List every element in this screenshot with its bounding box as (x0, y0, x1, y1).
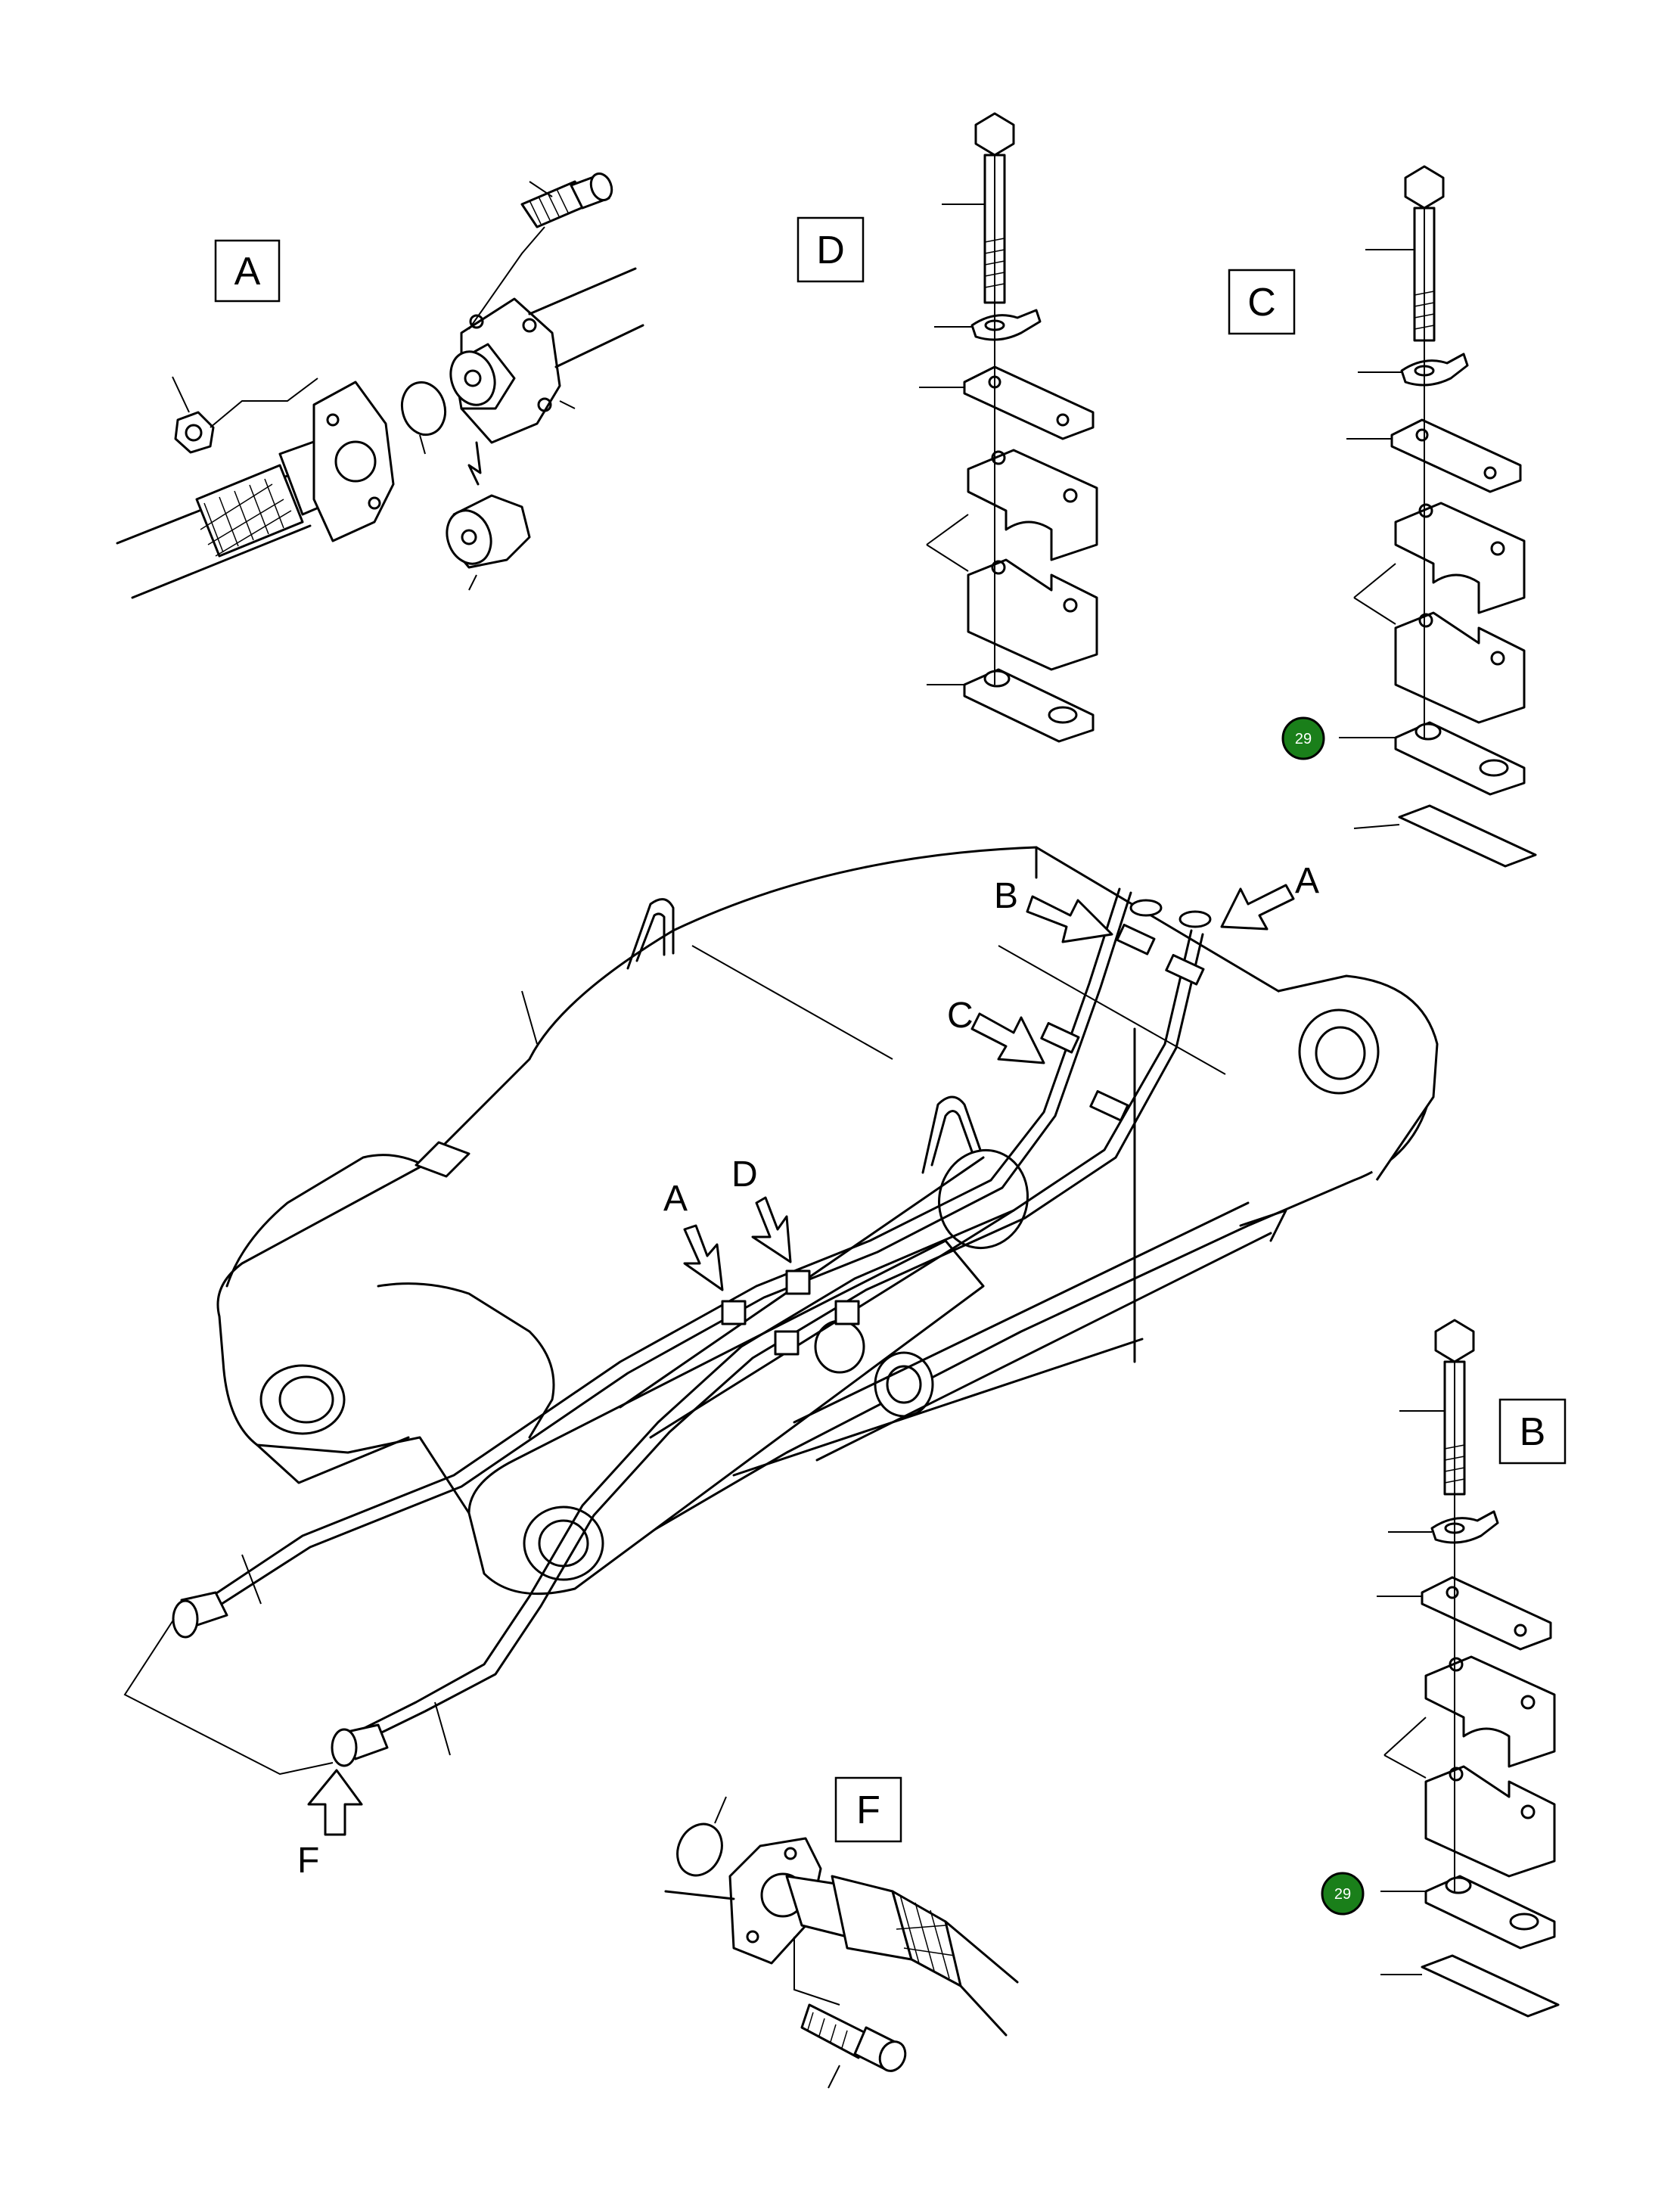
detail-c: C (1228, 165, 1537, 868)
hotspot-marker[interactable] (1321, 1872, 1365, 1916)
plate-d (919, 365, 1095, 440)
lock-washer-b (1388, 1510, 1499, 1544)
view-label-box-f (834, 1776, 902, 1843)
plate-b (1377, 1576, 1552, 1651)
detail-a: A (116, 172, 644, 599)
arrow-c-mid: C (947, 996, 1045, 1064)
arrow-d-mid: D (731, 1154, 792, 1263)
arrow-label-b-upper: B (994, 876, 1018, 916)
line-clamps (721, 899, 1212, 1356)
label-plate (415, 1141, 470, 1178)
clamp-lower-c (1394, 611, 1526, 724)
detail-f: F (664, 1776, 1019, 2089)
hotspot-marker[interactable] (1281, 716, 1325, 760)
hotspot-number: 29 (1295, 731, 1312, 747)
o-ring-f (676, 1822, 723, 1877)
view-label-a: A (234, 250, 261, 294)
view-label-c: C (1247, 281, 1276, 325)
view-label-box-b (1498, 1398, 1567, 1465)
bolt-c (1365, 165, 1445, 342)
view-label-box-d (797, 216, 865, 283)
lifting-eye-1 (626, 898, 675, 970)
nut-a (172, 376, 318, 454)
view-label-d: D (816, 228, 845, 272)
view-label-box-c (1228, 269, 1296, 335)
hotspot-number: 29 (1334, 1886, 1351, 1903)
clamp-upper-b (1424, 1655, 1556, 1768)
lock-washer-d (934, 309, 1042, 341)
o-ring-a (400, 381, 447, 437)
detail-b: B (1321, 1319, 1567, 2018)
base-plate-d (927, 668, 1095, 743)
arrow-label-d-mid: D (731, 1154, 758, 1195)
view-arrows: B A C A D F (297, 861, 1319, 1881)
hotspot-29-c[interactable]: 29 (1281, 716, 1325, 760)
bolt-b (1399, 1319, 1475, 1496)
bolt-d (942, 112, 1015, 304)
plate-c (1346, 418, 1522, 493)
arrow-label-a-upper: A (1295, 861, 1319, 901)
hotspot-29-b[interactable]: 29 (1321, 1872, 1365, 1916)
boom-foot-pin (259, 1364, 346, 1435)
plug-a (446, 441, 531, 591)
arrow-a-upper: A (1220, 861, 1319, 931)
hose-fitting-lower-left (172, 1591, 228, 1639)
view-label-box-a (214, 239, 281, 303)
lock-washer-c (1358, 353, 1469, 387)
arrow-b-upper: B (994, 876, 1113, 943)
split-flange-a (449, 267, 644, 444)
lifting-eye-2 (921, 1095, 992, 1182)
hose-fitting-lower-mid (331, 1723, 389, 1767)
view-label-b: B (1520, 1410, 1546, 1454)
arrow-label-a-mid: A (663, 1179, 688, 1219)
boom-assembly (123, 846, 1439, 1776)
arrow-label-f-lower: F (297, 1841, 319, 1881)
flange-a (312, 381, 395, 542)
boom-top-eye (1278, 974, 1439, 1181)
hydraulic-lines (188, 887, 1204, 1743)
view-label-f: F (856, 1788, 880, 1832)
clamp-lower-d (967, 558, 1098, 671)
socket-bolt-a (468, 172, 613, 330)
clamp-upper-d (967, 449, 1098, 561)
socket-bolt-f (793, 1937, 907, 2089)
shim-b (1380, 1954, 1560, 2018)
clamp-upper-c (1394, 502, 1526, 614)
clamp-lower-b (1424, 1765, 1556, 1878)
base-plate-b (1380, 1875, 1556, 1950)
base-plate-c (1339, 721, 1526, 796)
arrow-a-mid: A (663, 1179, 724, 1291)
arrow-f-lower: F (297, 1769, 363, 1881)
shim-c (1353, 804, 1537, 868)
arrow-label-c-mid: C (947, 996, 974, 1036)
detail-d: D (797, 112, 1098, 743)
hose-f (664, 1875, 1019, 2037)
